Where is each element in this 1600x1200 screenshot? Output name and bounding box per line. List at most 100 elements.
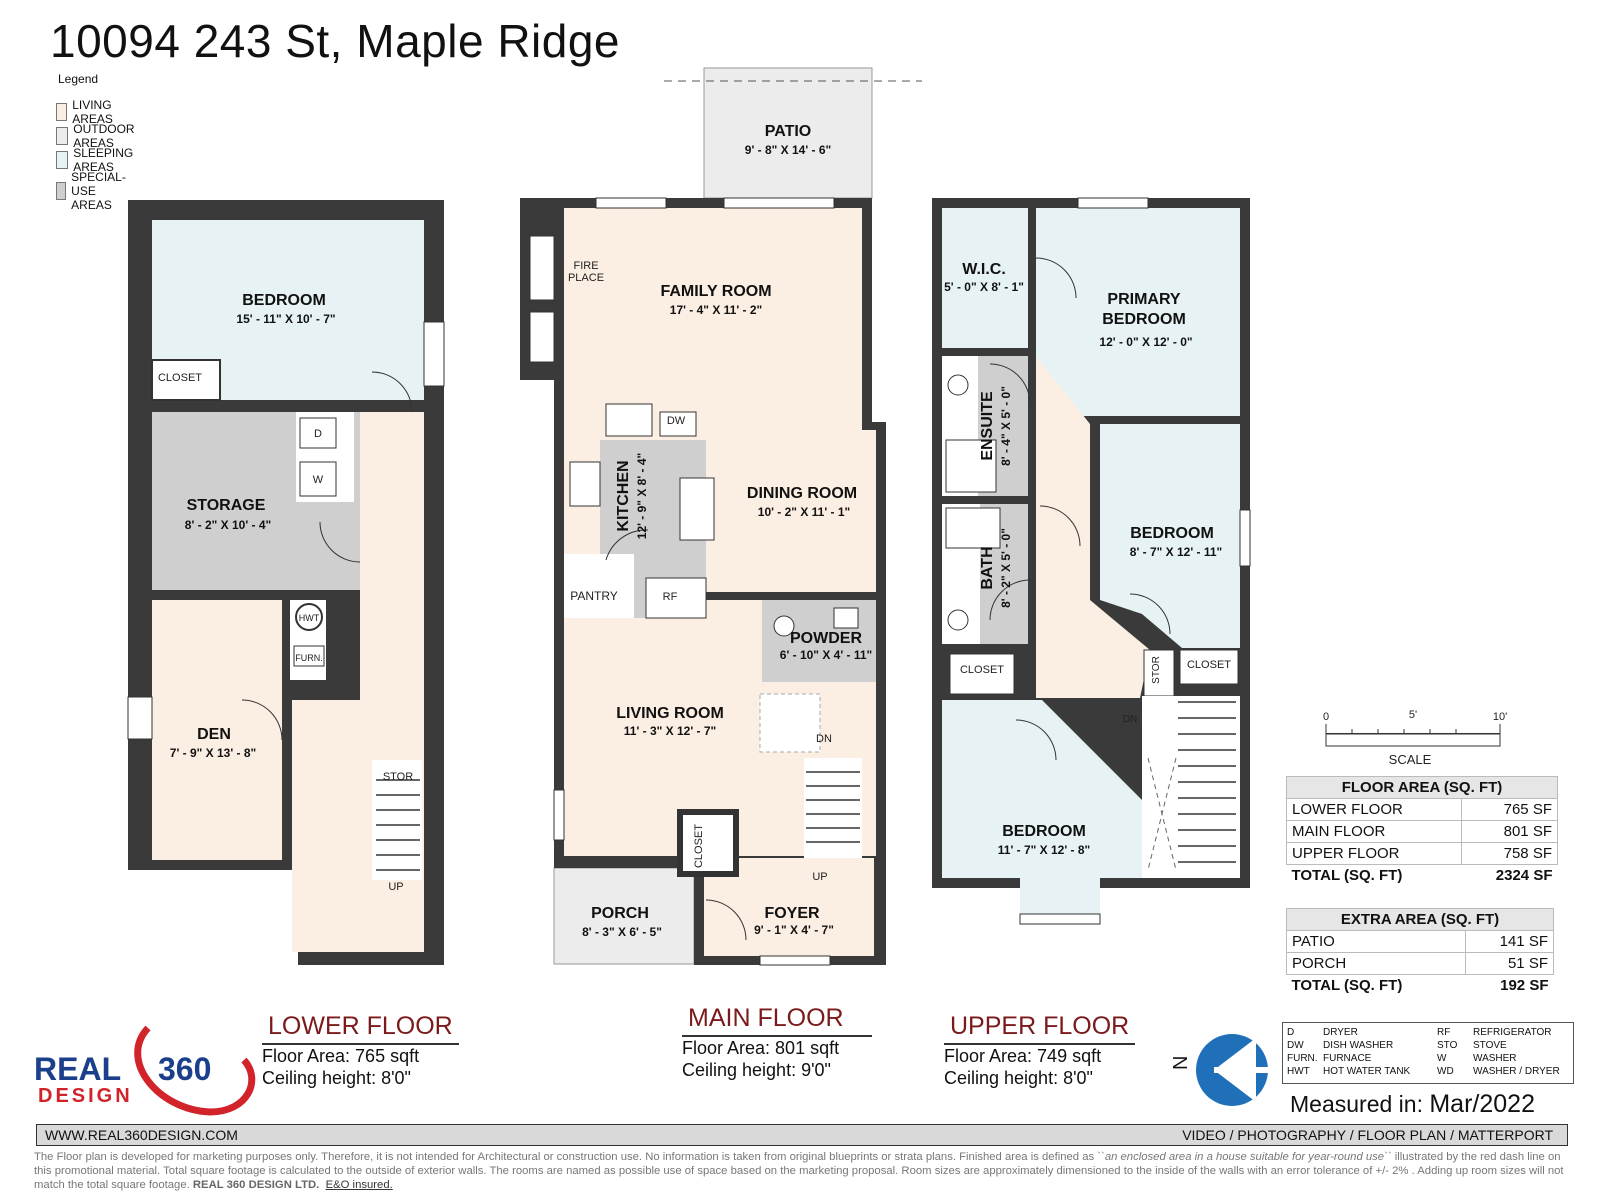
special-swatch: [56, 182, 67, 200]
main-closet-label: CLOSET: [693, 824, 705, 868]
main-floor-title: MAIN FLOOR: [682, 1004, 872, 1037]
services-text: VIDEO / PHOTOGRAPHY / FLOOR PLAN / MATTE…: [1182, 1127, 1553, 1143]
lower-floor-plan: BEDROOM 15' - 11" X 10' - 7" CLOSET STOR…: [127, 200, 445, 965]
scale-tick-10: 10': [1493, 711, 1507, 723]
upper-floor-area: Floor Area: 749 sqft: [944, 1046, 1102, 1066]
refrigerator-label: RF: [663, 591, 678, 603]
north-label: N: [1170, 1056, 1192, 1070]
storage-label: STORAGE: [187, 497, 266, 514]
upper-stor-label: STOR: [1151, 656, 1162, 684]
wic-label: W.I.C.: [962, 261, 1006, 278]
legend-item-outdoor: OUTDOOR AREAS: [56, 122, 140, 150]
upper-floor-title: UPPER FLOOR: [944, 1012, 1136, 1045]
lower-floor-area: Floor Area: 765 sqft: [262, 1046, 420, 1066]
porch-label: PORCH: [591, 905, 649, 922]
main-floor-area: Floor Area: 801 sqft: [682, 1038, 840, 1058]
wic-dim: 5' - 0" X 8' - 1": [944, 280, 1024, 294]
website-link[interactable]: WWW.REAL360DESIGN.COM: [45, 1127, 238, 1143]
extra-area-heading: EXTRA AREA (SQ. FT): [1286, 908, 1554, 931]
main-dn-label: DN: [816, 733, 832, 745]
primary-bedroom-label-1: PRIMARY: [1107, 291, 1181, 308]
washer-label: W: [313, 474, 324, 486]
hwt-label: HWT: [299, 613, 320, 623]
ensuite-dim: 8' - 4" X 5' - 0": [999, 386, 1013, 466]
north-arrow: N: [1170, 1034, 1270, 1106]
floor-area-heading: FLOOR AREA (SQ. FT): [1286, 776, 1558, 799]
upper-bedroom-2-area: [1100, 424, 1240, 648]
kitchen-label: KITCHEN: [615, 460, 632, 531]
pantry-area: [564, 554, 634, 618]
porch-area: [553, 867, 695, 965]
upper-dn-label: DN: [1123, 714, 1137, 725]
kitchen-dim: 12' - 9" X 8' - 4": [635, 453, 649, 539]
legend-item-sleeping: SLEEPING AREAS: [56, 146, 139, 174]
logo-real: REAL: [34, 1051, 121, 1087]
upper-bedroom-3-dim: 11' - 7" X 12' - 8": [998, 843, 1090, 857]
main-floor-ceiling: Ceiling height: 9'0": [682, 1060, 831, 1080]
family-room-dim: 17' - 4" X 11' - 2": [670, 303, 762, 317]
scale-tick-5: 5': [1409, 709, 1417, 721]
den-area: [152, 600, 282, 860]
floor-area-total: TOTAL (SQ. FT)2324 SF: [1291, 867, 1553, 884]
ensuite-label: ENSUITE: [979, 391, 996, 461]
primary-bedroom-area: [1036, 208, 1240, 416]
upper-closet-b-label: CLOSET: [1187, 659, 1231, 671]
foyer-dim: 9' - 1" X 4' - 7": [754, 923, 834, 937]
pantry-label: PANTRY: [570, 589, 618, 603]
upper-bedroom-2-label: BEDROOM: [1130, 525, 1214, 542]
lower-floor-title: LOWER FLOOR: [262, 1012, 459, 1045]
den-label: DEN: [197, 726, 231, 743]
logo-design: DESIGN: [38, 1085, 133, 1107]
lower-bedroom-label: BEDROOM: [242, 292, 326, 309]
upper-floor-caption: UPPER FLOOR Floor Area: 749 sqft Ceiling…: [944, 1012, 1136, 1089]
powder-dim: 6' - 10" X 4' - 11": [780, 648, 872, 662]
lower-bedroom-dim: 15' - 11" X 10' - 7": [236, 312, 335, 326]
living-room-dim: 11' - 3" X 12' - 7": [624, 724, 716, 738]
den-dim: 7' - 9" X 13' - 8": [170, 746, 256, 760]
upper-floor-ceiling: Ceiling height: 8'0": [944, 1068, 1093, 1088]
bath-label: BATH: [979, 546, 996, 589]
dishwasher-label: DW: [667, 415, 686, 427]
porch-dim: 8' - 3" X 6' - 5": [582, 925, 662, 939]
main-up-label: UP: [812, 871, 827, 883]
foyer-label: FOYER: [764, 905, 820, 922]
scale-label: SCALE: [1389, 752, 1432, 767]
upper-bedroom-3-area: [942, 700, 1142, 914]
dining-room-label: DINING ROOM: [747, 485, 857, 502]
primary-bedroom-label-2: BEDROOM: [1102, 311, 1186, 328]
living-room-label: LIVING ROOM: [616, 705, 724, 722]
wic-area: [942, 208, 1028, 348]
legend-item-living: LIVING AREAS: [56, 98, 120, 126]
main-floor-plan: PATIO 9' - 8" X 14' - 6" FIRE PLACE FAMI…: [520, 67, 922, 966]
lower-floor-ceiling: Ceiling height: 8'0": [262, 1068, 411, 1088]
page-title: 10094 243 St, Maple Ridge: [50, 15, 621, 67]
lower-stor-label: STOR: [383, 771, 413, 783]
dining-room-dim: 10' - 2" X 11' - 1": [758, 505, 850, 519]
logo-360: 360: [158, 1051, 211, 1087]
upper-hall-area: [1036, 356, 1150, 698]
extra-area-total: TOTAL (SQ. FT)192 SF: [1291, 977, 1549, 994]
outdoor-swatch: [56, 127, 69, 145]
dryer-label: D: [314, 428, 322, 440]
lower-up-label: UP: [388, 881, 403, 893]
bath-dim: 8' - 2" X 5' - 0": [999, 528, 1013, 608]
scale-bar: 0 5' 10' SCALE: [1323, 709, 1507, 767]
upper-floor-plan: W.I.C. 5' - 0" X 8' - 1" PRIMARY BEDROOM…: [932, 197, 1251, 925]
legend-item-special: SPECIAL-USE AREAS: [56, 170, 134, 212]
fireplace-label-1: FIRE: [573, 260, 598, 272]
primary-bedroom-dim: 12' - 0" X 12' - 0": [1099, 335, 1192, 349]
legend-heading: Legend: [58, 72, 99, 86]
main-floor-caption: MAIN FLOOR Floor Area: 801 sqft Ceiling …: [682, 1004, 872, 1081]
furnace-label: FURN.: [295, 653, 323, 663]
lower-floor-caption: LOWER FLOOR Floor Area: 765 sqft Ceiling…: [262, 1012, 459, 1089]
upper-bedroom-2-dim: 8' - 7" X 12' - 11": [1130, 545, 1222, 559]
scale-tick-0: 0: [1323, 711, 1329, 723]
